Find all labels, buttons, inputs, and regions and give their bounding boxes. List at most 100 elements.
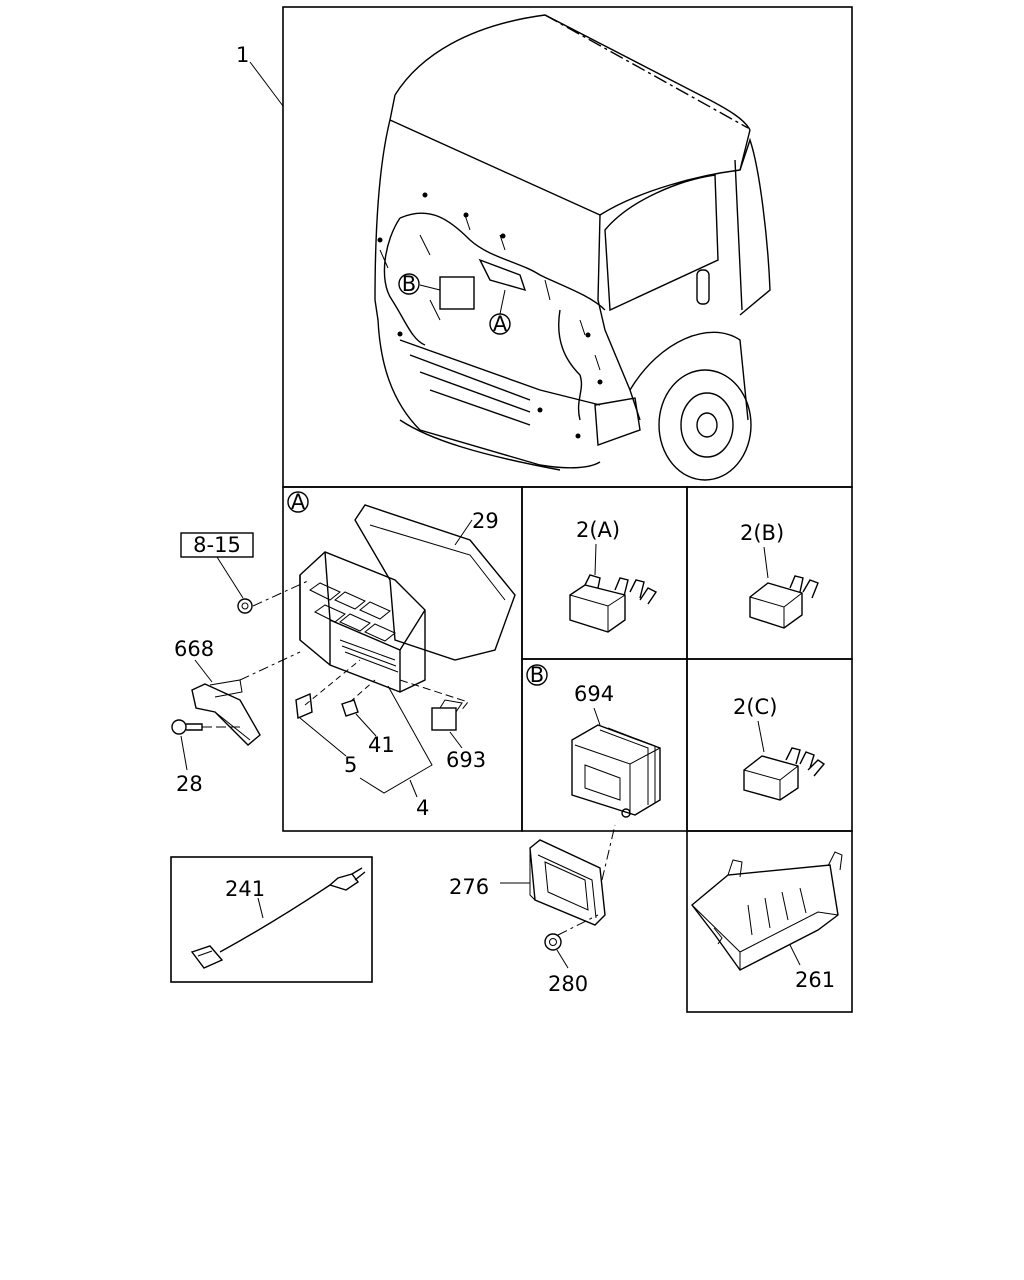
label-694: 694 bbox=[574, 682, 614, 706]
label-276: 276 bbox=[449, 875, 489, 899]
cab-grille-top bbox=[399, 339, 601, 406]
controller-694-mount bbox=[621, 808, 631, 818]
harness-connector bbox=[597, 379, 603, 385]
nut-280 bbox=[544, 933, 562, 951]
nut-8-15-centerline bbox=[252, 579, 311, 607]
fuse-cover-29 bbox=[354, 504, 516, 661]
cab-grille-slat-2 bbox=[419, 371, 531, 413]
cab-a-pillar bbox=[597, 214, 641, 421]
label-693: 693 bbox=[446, 748, 486, 772]
relay-2c-edges bbox=[743, 765, 799, 800]
fuse-box-panel: A 29 693 41 5 4 bbox=[287, 490, 516, 820]
cab-roof bbox=[394, 14, 751, 131]
cab-illustration: B A 1 bbox=[236, 14, 771, 481]
callout-b-letter: B bbox=[402, 272, 416, 296]
leader-8-15 bbox=[216, 556, 244, 599]
frame-group bbox=[170, 6, 853, 1013]
frame-relay-2c bbox=[686, 658, 853, 832]
nut-8-15-hole bbox=[241, 602, 249, 610]
sensor-241-drawing: 241 bbox=[190, 867, 366, 969]
label-241: 241 bbox=[225, 877, 265, 901]
bracket-668 bbox=[191, 683, 261, 746]
label-261: 261 bbox=[795, 968, 835, 992]
nut-280-hole bbox=[549, 938, 557, 946]
sensor-241-cable bbox=[219, 884, 331, 953]
callout-leaders bbox=[419, 284, 506, 315]
cab-roof-center-line bbox=[544, 14, 749, 129]
harness-connector bbox=[397, 331, 403, 337]
panel-b-circle bbox=[526, 664, 548, 686]
harness-top-run bbox=[399, 212, 606, 311]
cab-wheel-arch bbox=[629, 331, 749, 421]
leader-29 bbox=[454, 519, 473, 546]
harness-connector bbox=[575, 433, 581, 439]
sensor-241-body bbox=[328, 873, 360, 891]
bolt-28-shank bbox=[186, 723, 203, 731]
controller-694-fins bbox=[599, 727, 656, 805]
ecu-276-mount-line bbox=[601, 824, 616, 881]
harness-connector bbox=[463, 212, 469, 218]
harness-junction bbox=[478, 258, 527, 292]
label-2c: 2(C) bbox=[733, 695, 777, 719]
leader-5 bbox=[299, 717, 347, 757]
controller-694-drawing: B 694 bbox=[526, 663, 661, 818]
controller-694-body bbox=[571, 724, 661, 816]
leader-1 bbox=[249, 61, 284, 107]
harness-right-run bbox=[558, 309, 583, 421]
relay-693-top bbox=[439, 699, 463, 713]
nut-280-centerline bbox=[557, 914, 599, 936]
bracket-668-centerline bbox=[239, 651, 301, 681]
harness-connector bbox=[500, 233, 506, 239]
callout-b-circle bbox=[398, 273, 420, 295]
controller-694-recess bbox=[584, 764, 621, 801]
leader-2a bbox=[594, 543, 597, 576]
frame-cover-261 bbox=[686, 830, 853, 1013]
frame-sensor-241 bbox=[170, 856, 373, 983]
relay-2a-body bbox=[569, 584, 626, 633]
bracket-668-fold bbox=[214, 711, 251, 741]
leader-2c bbox=[757, 720, 765, 753]
cab-roof-front-edge bbox=[389, 94, 601, 216]
label-41: 41 bbox=[368, 733, 395, 757]
ecu-276-body bbox=[529, 839, 606, 926]
label-8-15: 8-15 bbox=[193, 533, 241, 557]
sensor-241-connector bbox=[190, 945, 224, 969]
cab-grille-slat-3 bbox=[429, 389, 531, 426]
relay-2b-edges bbox=[749, 592, 803, 628]
relay-2b-body bbox=[749, 582, 803, 629]
cover-261-edges bbox=[691, 904, 839, 970]
cab-wheel-tire bbox=[658, 369, 752, 481]
cover-261-body bbox=[691, 864, 839, 971]
harness-branches bbox=[379, 214, 601, 371]
label-4: 4 bbox=[416, 796, 429, 820]
fuse-puller-dash bbox=[304, 659, 361, 706]
relay-2a-pins bbox=[614, 577, 658, 605]
harness-connector bbox=[422, 192, 428, 198]
label-2b: 2(B) bbox=[740, 521, 784, 545]
ecu-276-face bbox=[544, 861, 589, 911]
leader-261 bbox=[789, 944, 801, 966]
label-280: 280 bbox=[548, 972, 588, 996]
cab-wheel-hub bbox=[696, 412, 718, 438]
cab-door-window bbox=[604, 174, 719, 312]
controller-694-edges bbox=[574, 744, 661, 815]
leader-28 bbox=[180, 735, 188, 771]
label-1: 1 bbox=[236, 43, 249, 67]
fuse-block-body bbox=[299, 551, 426, 693]
cover-261-tabs bbox=[727, 851, 843, 878]
frame-relay-2a bbox=[521, 486, 688, 660]
relay-2a-edges bbox=[569, 594, 626, 632]
relay-2b-drawing: 2(B) bbox=[740, 521, 819, 629]
sensor-241-tip bbox=[351, 867, 366, 881]
harness-connector bbox=[537, 407, 543, 413]
leader-694 bbox=[593, 707, 601, 726]
label-28: 28 bbox=[176, 772, 203, 796]
leader-2b bbox=[763, 546, 769, 579]
sensor-241-connector-detail bbox=[197, 950, 213, 957]
cover-261-ribs bbox=[747, 887, 807, 936]
harness-connector bbox=[377, 237, 383, 243]
relay-2b-pins bbox=[789, 575, 819, 599]
label-668: 668 bbox=[174, 637, 214, 661]
panel-b-letter: B bbox=[530, 663, 544, 687]
